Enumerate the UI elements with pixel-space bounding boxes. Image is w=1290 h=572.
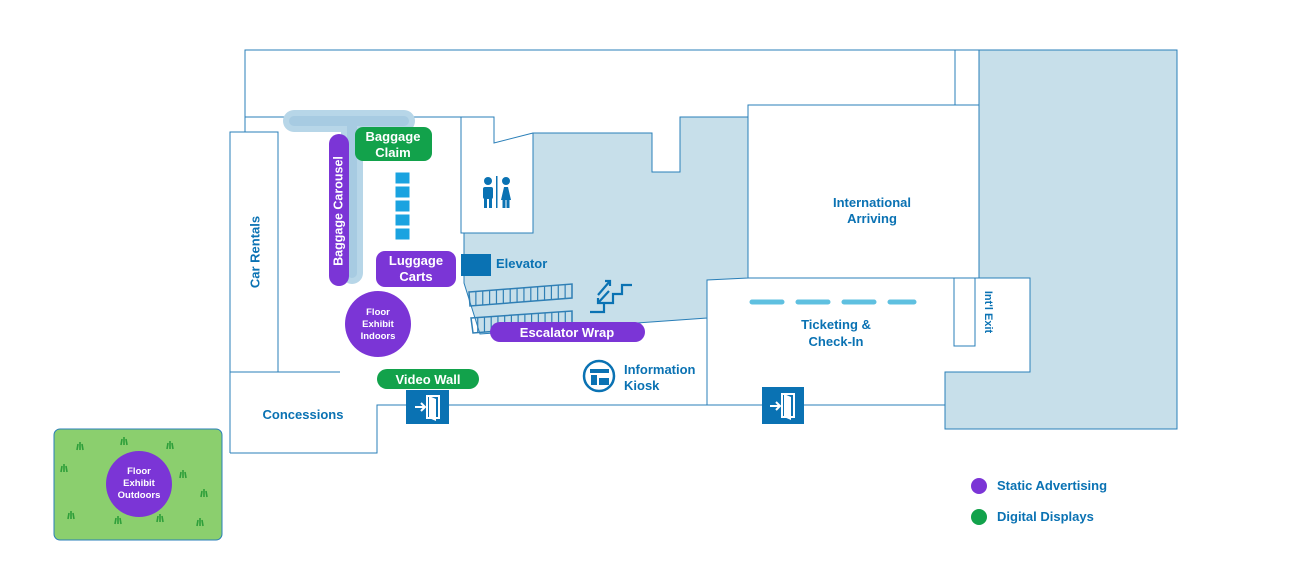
area-labels: Car Rentals Concessions Elevator Informa…: [247, 195, 994, 422]
international-arriving-label-line1: International: [833, 195, 911, 210]
grass-tuft: [76, 442, 84, 451]
car-rentals-label: Car Rentals: [247, 216, 262, 288]
baggage-carousel-label: Baggage Carousel: [331, 156, 345, 266]
concessions-label: Concessions: [263, 407, 344, 422]
ticketing-label-line2: Check-In: [809, 334, 864, 349]
elevator-icon: [461, 254, 491, 276]
legend-static-dot: [971, 478, 987, 494]
intl-arriving-room: [747, 50, 1031, 373]
luggage-carts-label-line2: Carts: [399, 269, 432, 284]
grass-tuft: [60, 464, 68, 473]
grass-tuft: [179, 470, 187, 479]
grass-tuft: [67, 511, 75, 520]
outer-wall-top: [244, 49, 979, 117]
conveyor-segment: [394, 171, 411, 185]
video-wall-spot[interactable]: Video Wall: [377, 369, 479, 389]
conveyor-segment: [394, 213, 411, 227]
floor-exhibit-indoors-spot[interactable]: Floor Exhibit Indoors: [345, 291, 411, 357]
grass-tuft: [200, 489, 208, 498]
restroom-room: [461, 116, 534, 144]
legend: Static Advertising Digital Displays: [971, 478, 1107, 525]
exit-door-icon: [406, 390, 449, 424]
information-kiosk-label-line1: Information: [624, 362, 696, 377]
stairs-icon: [590, 279, 632, 314]
floor-exhibit-outdoors-line2: Exhibit: [123, 478, 156, 489]
video-wall-label: Video Wall: [395, 372, 460, 387]
luggage-carts-label-line1: Luggage: [389, 253, 443, 268]
concessions-room: [230, 371, 945, 454]
floor-exhibit-indoors-line3: Indoors: [361, 331, 396, 342]
grass-tuft: [196, 518, 204, 527]
international-arriving-label-line2: Arriving: [847, 211, 897, 226]
grass-tuft: [114, 516, 122, 525]
grass-tufts: [60, 437, 208, 527]
building-walls: [229, 49, 1031, 454]
baggage-carousel-spot[interactable]: Baggage Carousel: [329, 134, 349, 286]
escalator-wrap-label: Escalator Wrap: [520, 325, 614, 340]
elevator-label: Elevator: [496, 256, 547, 271]
legend-digital-label: Digital Displays: [997, 509, 1094, 524]
restroom-icon: [483, 176, 511, 208]
baggage-claim-label-line1: Baggage: [366, 129, 421, 144]
information-kiosk-icon: [582, 359, 616, 393]
baggage-claim-label-line2: Claim: [375, 145, 410, 160]
exit-door-icon: [762, 387, 804, 424]
baggage-claim-spot[interactable]: Baggage Claim: [355, 127, 432, 161]
information-kiosk-label-line2: Kiosk: [624, 378, 660, 393]
escalator-hall-zone: [463, 116, 749, 335]
baggage-carousel-belt: [283, 110, 415, 284]
conveyor-segment: [394, 199, 411, 213]
floor-exhibit-outdoors-spot[interactable]: Floor Exhibit Outdoors: [106, 451, 172, 517]
conveyor-segment: [394, 185, 411, 199]
legend-digital-dot: [971, 509, 987, 525]
grass-tuft: [156, 514, 164, 523]
left-rooms-wall: [229, 117, 246, 453]
intl-exit-label: Int'l Exit: [982, 291, 994, 334]
floor-exhibit-outdoors-line3: Outdoors: [118, 490, 161, 501]
luggage-conveyor: [394, 171, 411, 241]
floor-exhibit-indoors-line2: Exhibit: [362, 319, 395, 330]
intl-exit-room: [953, 277, 976, 347]
escalator-wrap-spot[interactable]: Escalator Wrap: [490, 322, 645, 342]
conveyor-segment: [394, 227, 411, 241]
legend-static-label: Static Advertising: [997, 478, 1107, 493]
grass-tuft: [166, 441, 174, 450]
grass-tuft: [120, 437, 128, 446]
shaded-zones: [463, 49, 1178, 430]
floor-exhibit-outdoors-line1: Floor: [127, 466, 151, 477]
floor-exhibit-indoors-line1: Floor: [366, 307, 390, 318]
ticketing-label-line1: Ticketing &: [801, 317, 871, 332]
luggage-carts-spot[interactable]: Luggage Carts: [376, 251, 456, 287]
